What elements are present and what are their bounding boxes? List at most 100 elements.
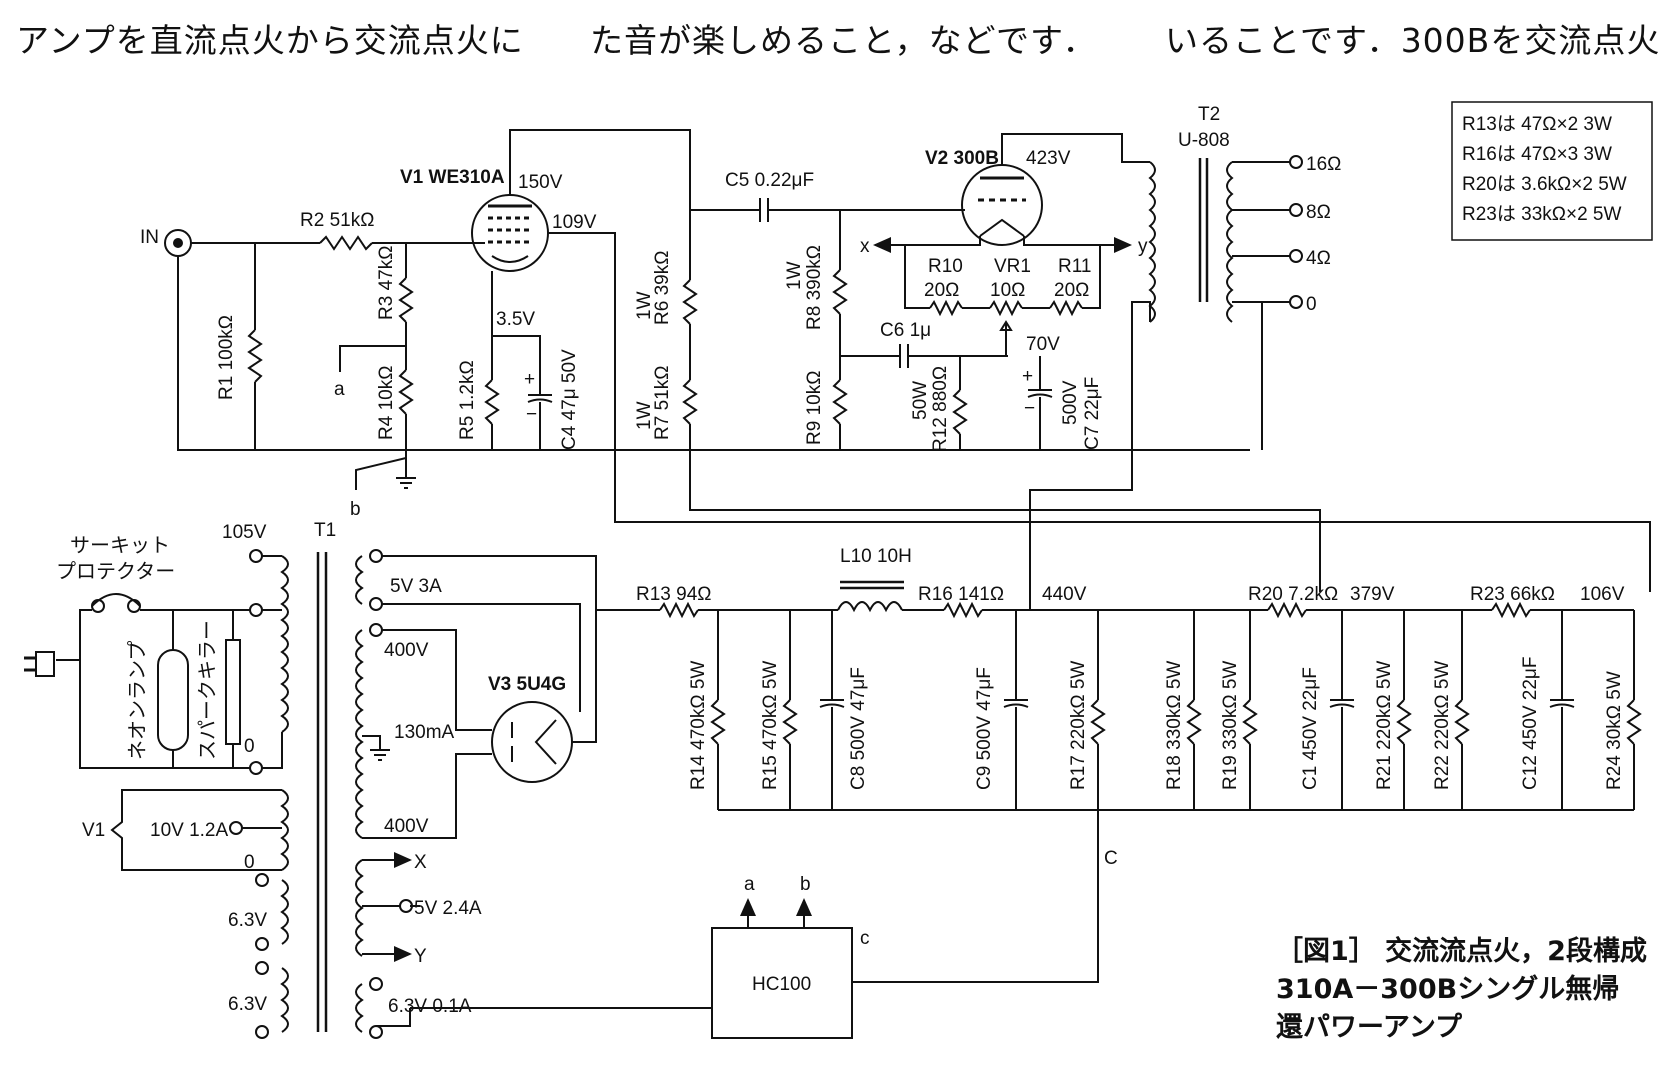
resistor-r24 [1626, 699, 1642, 745]
resistor-r13 [659, 601, 699, 619]
r14-label: R14 470kΩ 5W [688, 661, 709, 790]
capacitor-c5 [759, 198, 769, 222]
breaker-label-2: プロテクター [56, 559, 175, 583]
resistor-r9 [832, 379, 848, 425]
header-text-col1: アンプを直流点火から交流点火に [16, 21, 524, 60]
v1-label: V1 WE310A [400, 167, 505, 188]
rail-shunts: R14 470kΩ 5W R15 470kΩ 5W C8 500V 47μF C… [688, 610, 1642, 810]
header-text-col2: た音が楽しめること，などです． [590, 21, 1097, 60]
capacitor-c8 [819, 699, 845, 708]
tube-v2: V2 300B 423V [925, 148, 1071, 246]
c8-label: C8 500V 47μF [848, 667, 869, 790]
c1-label: C1 450V 22μF [1300, 667, 1321, 790]
node-c-label: C [1104, 848, 1118, 869]
resistor-r20 [1267, 601, 1307, 619]
resistor-r17 [1090, 699, 1106, 745]
l10-label: L10 10H [840, 546, 912, 567]
t1-label: T1 [314, 520, 336, 541]
r11-label: R11 [1058, 256, 1091, 277]
r5-label: R5 1.2kΩ [457, 360, 478, 440]
resistor-r18 [1186, 699, 1202, 745]
resistor-r6 [682, 279, 698, 325]
y-node-label: y [1138, 236, 1148, 257]
neon-lamp [157, 649, 189, 751]
v1-screen-voltage: 109V [552, 212, 597, 233]
x-node-label: x [860, 236, 870, 257]
hc100-label: HC100 [752, 974, 811, 995]
r17-label: R17 220kΩ 5W [1068, 661, 1089, 790]
hc100-c-label: c [860, 928, 870, 949]
tube-v3: V3 5U4G [488, 674, 573, 783]
sec-400v-a-label: 400V [384, 640, 429, 661]
r12-watt: 50W [910, 381, 931, 420]
resistor-r5 [484, 379, 500, 425]
resistor-r8 [832, 269, 848, 315]
primary-zero-label: 0 [244, 736, 255, 757]
sec-x-label: X [414, 852, 427, 873]
r6-watt: 1W [634, 291, 655, 320]
resistor-r19 [1242, 699, 1258, 745]
sec-5v24-label: 5V 2.4A [414, 898, 482, 919]
legend-row: R20は 3.6kΩ×2 5W [1462, 174, 1627, 195]
r6-label: R6 39kΩ [652, 251, 673, 325]
capacitor-c7 [1027, 389, 1053, 398]
output-transformer-t2: T2 U-808 16Ω 8Ω 4Ω 0 [1148, 104, 1341, 323]
cathode-voltage: 3.5V [496, 309, 535, 330]
tube-v1: V1 WE310A 150V 109V [400, 167, 597, 272]
header-text-col3: いることです．300Bを交流点火 [1165, 21, 1661, 60]
v1-plate-voltage: 150V [518, 172, 563, 193]
v2-cathode-voltage: 70V [1026, 334, 1060, 355]
r19-label: R19 330kΩ 5W [1220, 661, 1241, 790]
r3-label: R3 47kΩ [376, 246, 397, 320]
vr1-label: VR1 [994, 256, 1031, 277]
input-label: IN [140, 227, 159, 248]
spec-legend-box: R13は 47Ω×2 3W R16は 47Ω×3 3W R20は 3.6kΩ×2… [1451, 101, 1653, 241]
r12-label: R12 880Ω [930, 366, 951, 452]
r1-label: R1 100kΩ [216, 315, 237, 400]
resistor-r15 [782, 699, 798, 745]
r8-watt: 1W [784, 261, 805, 290]
resistor-r2 [319, 235, 373, 251]
r2-label: R2 51kΩ [300, 210, 374, 231]
heater-63v-b-label: 6.3V [228, 994, 267, 1015]
resistor-r10 [929, 299, 963, 317]
capacitor-c1 [1329, 699, 1355, 708]
capacitor-c12 [1549, 699, 1575, 708]
sec-130ma-label: 130mA [394, 722, 455, 743]
r20-label: R20 7.2kΩ [1248, 584, 1338, 605]
r18-label: R18 330kΩ 5W [1164, 661, 1185, 790]
sec-400v-b-label: 400V [384, 816, 429, 837]
primary-105v-label: 105V [222, 522, 267, 543]
resistor-r23 [1491, 601, 1531, 619]
caption-line-2: 310A－300Bシングル無帰 [1276, 973, 1619, 1005]
filament-10v-label: 10V 1.2A [150, 820, 228, 841]
sec-63v01a-label: 6.3V 0.1A [388, 996, 472, 1017]
r23-label: R23 66kΩ [1470, 584, 1555, 605]
c4-minus: − [526, 404, 537, 425]
v2-label: V2 300B [925, 148, 999, 169]
power-rail: R13 94Ω L10 10H R16 141Ω 440V R20 7.2kΩ … [600, 546, 1634, 811]
legend-row: R13は 47Ω×2 3W [1462, 114, 1612, 135]
spark-killer [225, 639, 241, 745]
c7-plus: + [1022, 366, 1033, 387]
r7-watt: 1W [634, 401, 655, 430]
r8-label: R8 390kΩ [804, 245, 825, 330]
sec-y-label: Y [414, 946, 427, 967]
r10-label: R10 [928, 256, 963, 277]
r11-value: 20Ω [1054, 280, 1089, 301]
vr1-value: 10Ω [990, 280, 1025, 301]
filament-v1-label: V1 [82, 820, 105, 841]
resistor-r3 [398, 277, 414, 323]
c6-label: C6 1μ [880, 320, 931, 341]
spark-killer-label: スパークキラー [195, 620, 219, 760]
power-transformer-t1: T1 105V 0 V1 10V 1.2A 0 6.3V 6.3V 5V 3 [82, 520, 482, 1039]
resistor-r11 [1049, 299, 1083, 317]
caption-line-3: 還パワーアンプ [1276, 1012, 1463, 1043]
plug-icon [35, 651, 55, 677]
r21-label: R21 220kΩ 5W [1374, 661, 1395, 790]
tap-16-label: 16Ω [1306, 154, 1341, 175]
v3-label: V3 5U4G [488, 674, 566, 695]
r4-label: R4 10kΩ [376, 366, 397, 440]
capacitor-c6 [899, 344, 909, 368]
filament-zero-label: 0 [244, 852, 255, 873]
